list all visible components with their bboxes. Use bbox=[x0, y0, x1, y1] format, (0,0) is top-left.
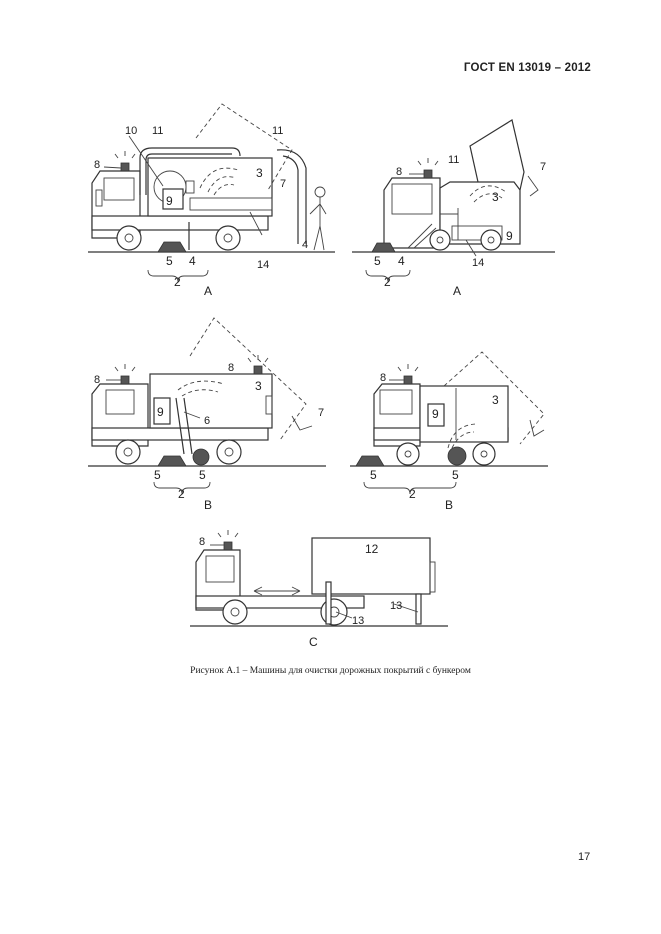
label-b2-8: 8 bbox=[380, 372, 386, 384]
label-a2-11: 11 bbox=[448, 154, 459, 166]
label-c-13: 13 bbox=[390, 600, 402, 612]
label-c-8: 8 bbox=[199, 536, 205, 548]
label-a2-letter: A bbox=[453, 284, 461, 298]
label-a1-14: 14 bbox=[257, 259, 269, 271]
label-c-13b: 13 bbox=[352, 615, 364, 627]
panel-a1 bbox=[88, 103, 335, 283]
label-a2-14: 14 bbox=[472, 257, 484, 269]
label-a1-10: 10 bbox=[125, 125, 137, 137]
label-a2-5: 5 bbox=[374, 254, 381, 268]
label-b1-5: 5 bbox=[154, 468, 161, 482]
label-a1-2: 2 bbox=[174, 275, 181, 289]
label-b1-5b: 5 bbox=[199, 468, 206, 482]
label-b2-2: 2 bbox=[409, 487, 416, 501]
label-a2-2: 2 bbox=[384, 275, 391, 289]
panel-b1 bbox=[88, 317, 326, 495]
page-number: 17 bbox=[578, 851, 591, 863]
panel-c bbox=[190, 530, 448, 627]
label-a1-5: 5 bbox=[166, 254, 173, 268]
label-b1-6: 6 bbox=[204, 415, 210, 427]
label-a2-4: 4 bbox=[398, 254, 405, 268]
label-a2-9: 9 bbox=[506, 229, 513, 243]
label-b1-2: 2 bbox=[178, 487, 185, 501]
label-b2-letter: B bbox=[445, 498, 453, 512]
label-a1-3: 3 bbox=[256, 166, 263, 180]
label-b1-8: 8 bbox=[94, 374, 100, 386]
label-b1-3: 3 bbox=[255, 379, 262, 393]
label-a1-9: 9 bbox=[166, 194, 173, 208]
label-b2-5b: 5 bbox=[452, 468, 459, 482]
label-b2-5: 5 bbox=[370, 468, 377, 482]
label-c-letter: C bbox=[309, 635, 318, 649]
label-a2-8: 8 bbox=[396, 166, 402, 178]
label-a1-11: 11 bbox=[152, 125, 163, 137]
label-a1-4b: 4 bbox=[189, 254, 196, 268]
label-b1-7: 7 bbox=[318, 407, 324, 419]
label-b1-letter: B bbox=[204, 498, 212, 512]
label-b2-9: 9 bbox=[432, 407, 439, 421]
document-header: ГОСТ EN 13019 – 2012 bbox=[463, 62, 591, 74]
panel-b2 bbox=[350, 351, 548, 495]
label-a2-3: 3 bbox=[492, 190, 499, 204]
label-a1-letter: A bbox=[204, 284, 212, 298]
label-b2-3: 3 bbox=[492, 393, 499, 407]
label-c-12: 12 bbox=[365, 542, 379, 556]
label-b1-9: 9 bbox=[157, 405, 164, 419]
label-b1-8b: 8 bbox=[228, 362, 234, 374]
label-a2-7: 7 bbox=[540, 161, 546, 173]
label-a1-8: 8 bbox=[94, 159, 100, 171]
panel-a2 bbox=[352, 119, 555, 283]
label-a1-11b: 11 bbox=[272, 125, 283, 137]
label-a1-7: 7 bbox=[280, 178, 286, 190]
figure-caption: Рисунок А.1 – Машины для очистки дорожны… bbox=[190, 666, 471, 676]
label-a1-4: 4 bbox=[302, 239, 308, 251]
